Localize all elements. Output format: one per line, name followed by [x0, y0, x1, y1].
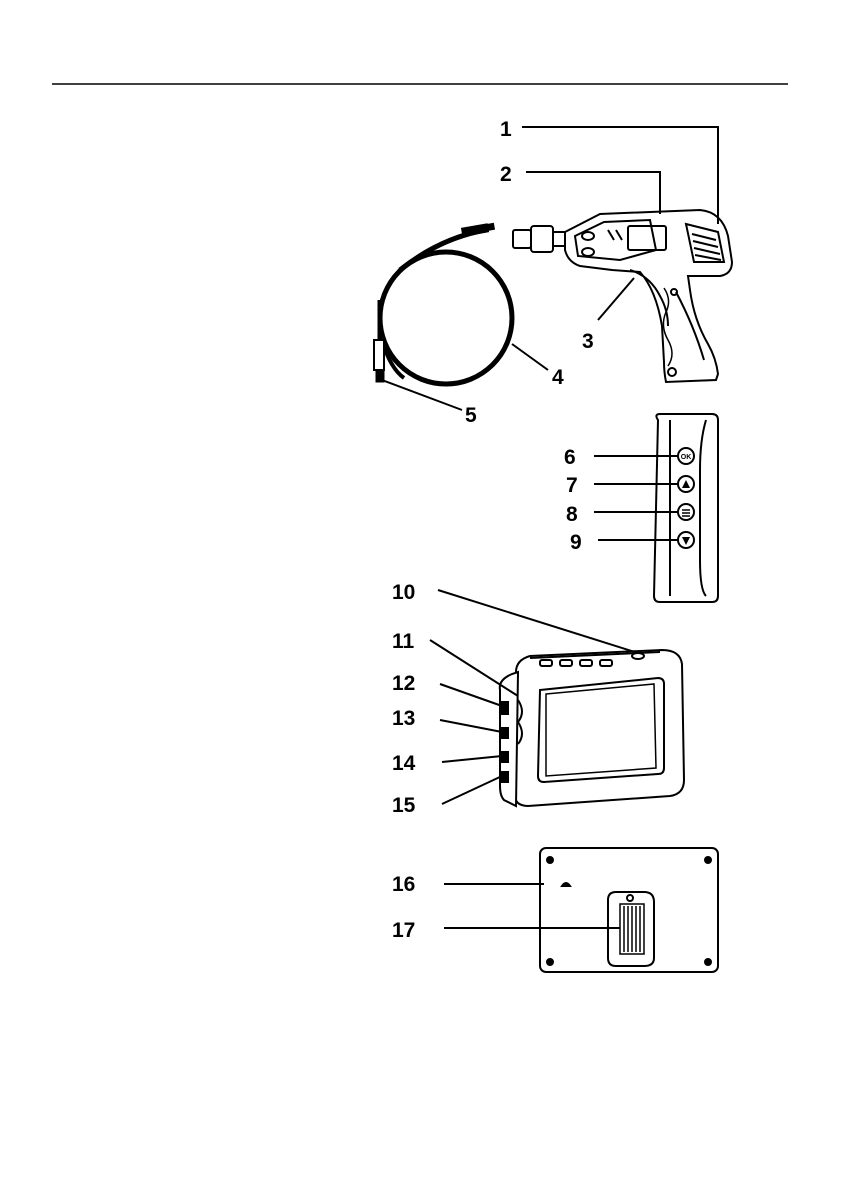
leader-15 [442, 776, 502, 804]
leader-14 [442, 756, 502, 762]
callout-13: 13 [392, 707, 415, 730]
callout-10: 10 [392, 581, 415, 604]
callout-5: 5 [465, 404, 477, 427]
callout-12: 12 [392, 672, 415, 695]
probe-cable-illustration [374, 223, 512, 384]
callout-6: 6 [564, 446, 576, 469]
camera-handle-illustration [513, 210, 732, 382]
callout-11: 11 [392, 630, 415, 653]
leader-11 [430, 640, 518, 696]
callout-2: 2 [500, 163, 512, 186]
leader-12 [440, 684, 502, 706]
callout-17: 17 [392, 919, 415, 942]
leader-4 [512, 344, 548, 370]
leader-3 [598, 278, 634, 320]
monitor-back-illustration [540, 848, 718, 972]
callout-16: 16 [392, 873, 415, 896]
leader-1 [522, 127, 718, 224]
monitor-illustration [500, 650, 684, 806]
button-panel-illustration [654, 414, 718, 602]
callout-15: 15 [392, 794, 416, 817]
leader-10 [438, 590, 638, 653]
callout-1: 1 [500, 118, 512, 141]
callout-8: 8 [566, 503, 578, 526]
ok-button-label: OK [681, 454, 692, 461]
callout-3: 3 [582, 330, 594, 353]
callout-14: 14 [392, 752, 416, 775]
callout-4: 4 [552, 366, 564, 389]
leader-13 [440, 720, 502, 732]
callout-9: 9 [570, 531, 582, 554]
callout-7: 7 [566, 474, 578, 497]
leader-2 [526, 172, 660, 214]
